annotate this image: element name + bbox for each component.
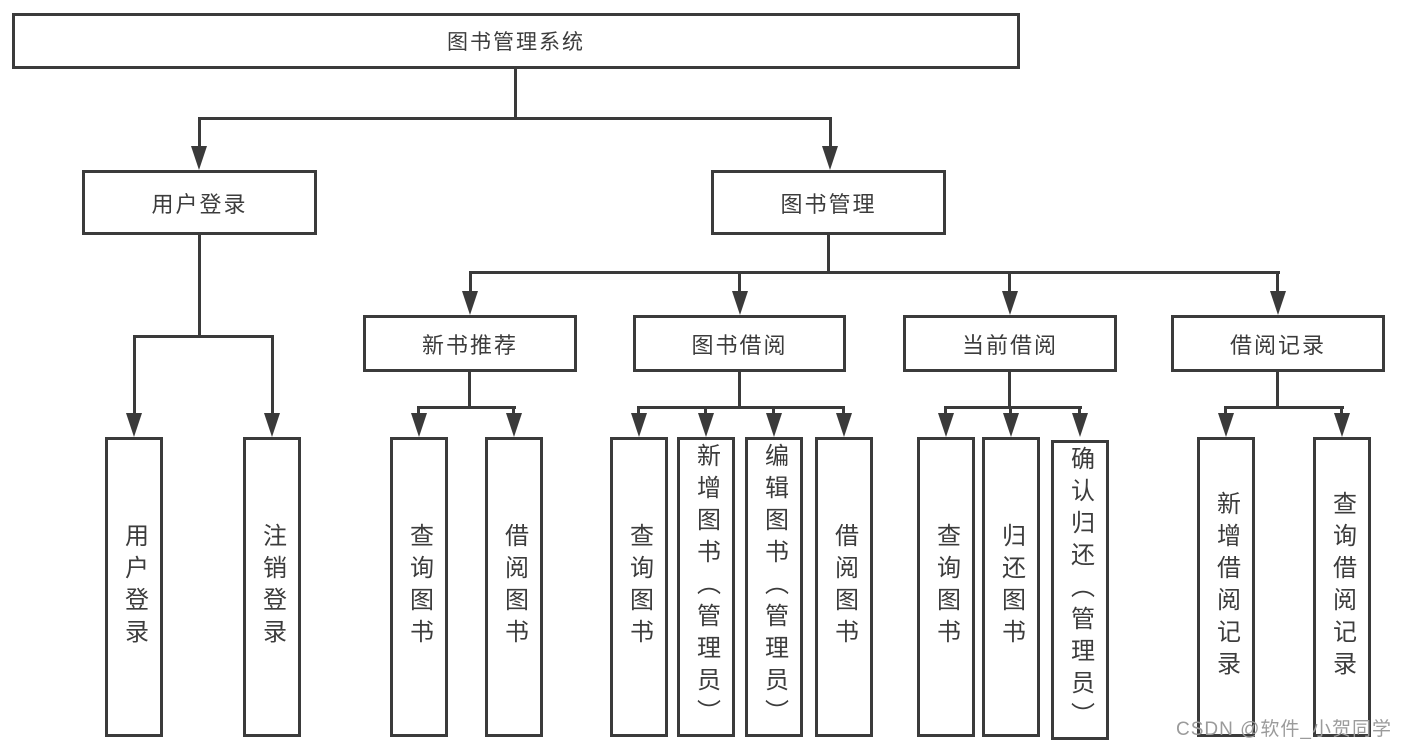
connector-userlogin-stem <box>198 235 201 337</box>
node-user-login-label: 用户登录 <box>151 191 248 217</box>
connector-drop <box>1008 271 1011 293</box>
leaf-query-books-recommend: 查询图书 <box>390 437 448 737</box>
connector-group-stem <box>738 372 741 409</box>
leaf-add-books-admin: 新增图书（管理员） <box>677 437 735 737</box>
node-book-borrowing: 图书借阅 <box>633 315 846 372</box>
arrow-down-icon <box>1072 413 1088 437</box>
arrow-down-icon <box>126 413 142 437</box>
arrow-down-icon <box>1002 291 1018 315</box>
node-root: 图书管理系统 <box>12 13 1020 69</box>
leaf-user-login: 用户登录 <box>105 437 163 737</box>
connector-group-crossbar <box>1224 406 1344 409</box>
connector-drop <box>704 406 707 416</box>
connector-group-crossbar <box>417 406 516 409</box>
leaf-label: 查询图书 <box>932 523 960 651</box>
leaf-query-books-current: 查询图书 <box>917 437 975 737</box>
arrow-down-icon <box>411 413 427 437</box>
node-book-borrowing-label: 图书借阅 <box>691 332 788 358</box>
arrow-down-icon <box>1270 291 1286 315</box>
arrow-down-icon <box>462 291 478 315</box>
leaf-label: 查询图书 <box>625 523 653 651</box>
connector-group-crossbar <box>944 406 1082 409</box>
leaf-label: 确认归还（管理员） <box>1066 446 1094 734</box>
connector-bookmgmt-crossbar <box>469 271 1280 274</box>
arrow-down-icon <box>766 413 782 437</box>
connector-group-stem <box>468 372 471 409</box>
leaf-query-books-borrowing: 查询图书 <box>610 437 668 737</box>
leaf-label: 编辑图书（管理员） <box>760 443 788 731</box>
leaf-label: 查询图书 <box>405 523 433 651</box>
connector-drop <box>1078 406 1081 416</box>
leaf-label: 查询借阅记录 <box>1328 491 1356 683</box>
connector-drop <box>1340 406 1343 416</box>
leaf-borrow-books: 借阅图书 <box>815 437 873 737</box>
leaf-label: 新增图书（管理员） <box>692 443 720 731</box>
node-borrow-records-label: 借阅记录 <box>1229 332 1326 358</box>
leaf-confirm-return-admin: 确认归还（管理员） <box>1051 440 1109 740</box>
arrow-down-icon <box>506 413 522 437</box>
node-user-login: 用户登录 <box>82 170 317 235</box>
connector-root-stem <box>514 69 517 120</box>
connector-drop <box>842 406 845 416</box>
connector-drop <box>637 406 640 416</box>
node-current-borrow-label: 当前借阅 <box>961 332 1058 358</box>
leaf-label: 归还图书 <box>997 523 1025 651</box>
watermark: CSDN @软件_小贺同学 <box>1176 719 1392 740</box>
leaf-return-books: 归还图书 <box>982 437 1040 737</box>
connector-bookmgmt-stem <box>827 235 830 273</box>
leaf-label: 用户登录 <box>120 523 148 651</box>
node-new-book-recommend: 新书推荐 <box>363 315 577 372</box>
leaf-logout: 注销登录 <box>243 437 301 737</box>
leaf-label: 新增借阅记录 <box>1212 491 1240 683</box>
connector-drop <box>271 335 274 415</box>
connector-drop <box>1224 406 1227 416</box>
leaf-add-borrow-record: 新增借阅记录 <box>1197 437 1255 737</box>
arrow-down-icon <box>836 413 852 437</box>
node-new-book-recommend-label: 新书推荐 <box>421 332 518 358</box>
arrow-down-icon <box>1003 413 1019 437</box>
connector-drop <box>1009 406 1012 416</box>
node-borrow-records: 借阅记录 <box>1171 315 1385 372</box>
arrow-down-icon <box>732 291 748 315</box>
connector-userlogin-crossbar <box>133 335 274 338</box>
arrow-down-icon <box>1334 413 1350 437</box>
connector-drop <box>1276 271 1279 293</box>
connector-group-crossbar <box>637 406 845 409</box>
connector-root-crossbar <box>198 117 832 120</box>
connector-drop-user-login <box>198 117 201 148</box>
leaf-edit-books-admin: 编辑图书（管理员） <box>745 437 803 737</box>
arrow-down-icon <box>631 413 647 437</box>
connector-drop <box>944 406 947 416</box>
connector-drop-book-mgmt <box>829 117 832 148</box>
node-root-label: 图书管理系统 <box>447 31 585 54</box>
node-book-management: 图书管理 <box>711 170 946 235</box>
connector-drop <box>738 271 741 293</box>
leaf-borrow-books-recommend: 借阅图书 <box>485 437 543 737</box>
connector-group-stem <box>1276 372 1279 409</box>
connector-drop <box>469 271 472 293</box>
node-book-management-label: 图书管理 <box>780 191 877 217</box>
arrow-down-icon <box>938 413 954 437</box>
arrow-down-icon <box>191 146 207 170</box>
leaf-label: 借阅图书 <box>830 523 858 651</box>
connector-group-stem <box>1008 372 1011 409</box>
leaf-query-borrow-record: 查询借阅记录 <box>1313 437 1371 737</box>
leaf-label: 借阅图书 <box>500 523 528 651</box>
leaf-label: 注销登录 <box>258 523 286 651</box>
arrow-down-icon <box>264 413 280 437</box>
connector-drop <box>512 406 515 416</box>
arrow-down-icon <box>698 413 714 437</box>
connector-drop <box>772 406 775 416</box>
connector-drop <box>417 406 420 416</box>
arrow-down-icon <box>822 146 838 170</box>
arrow-down-icon <box>1218 413 1234 437</box>
node-current-borrow: 当前借阅 <box>903 315 1117 372</box>
connector-drop <box>133 335 136 415</box>
